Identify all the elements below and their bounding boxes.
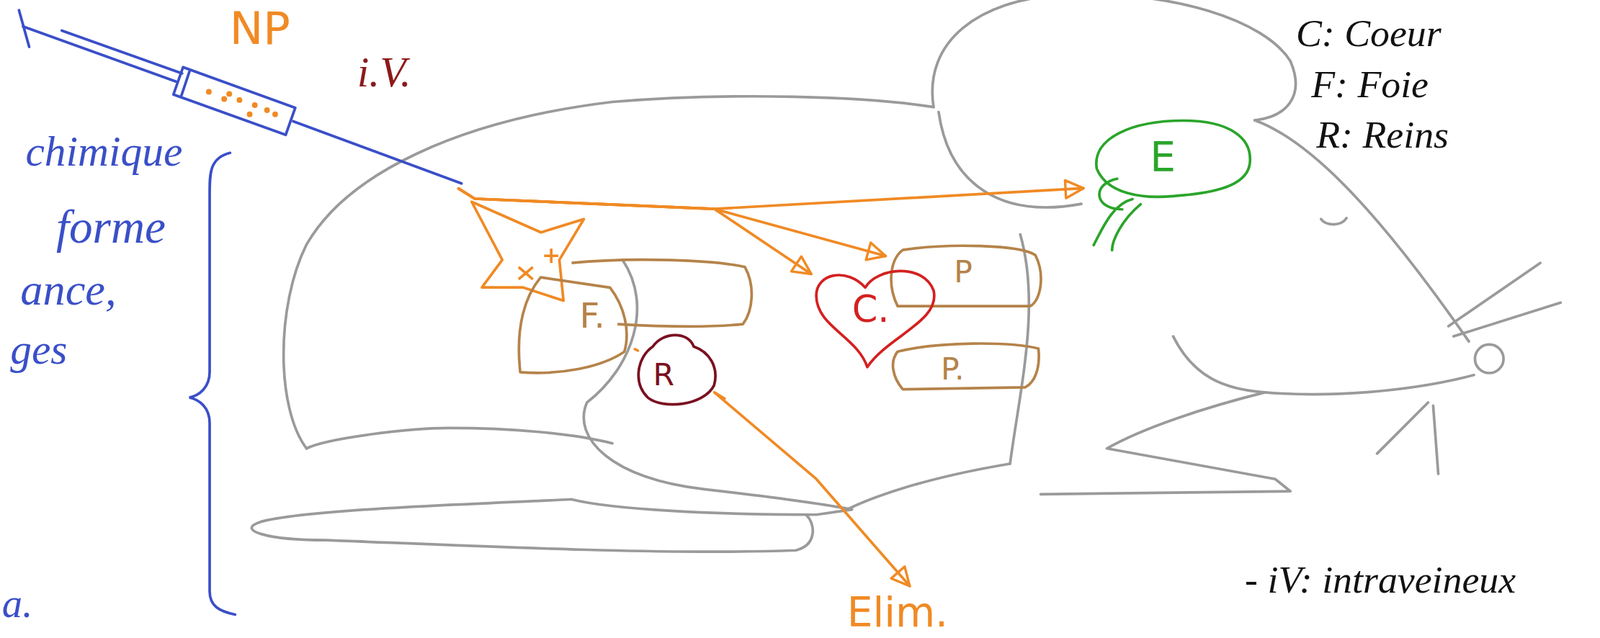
heart-shape: C.	[811, 260, 944, 378]
kidney-shape	[637, 331, 724, 413]
particle-dot	[264, 107, 271, 114]
key-text: R: Reins	[1316, 115, 1449, 155]
syringe-barrel	[173, 66, 296, 135]
brace	[189, 152, 236, 615]
note-text: ges	[10, 328, 67, 372]
particle-dot	[206, 89, 212, 96]
mouse-nose	[1474, 344, 1504, 374]
lung-shape: P	[885, 239, 1044, 317]
syringe-needle	[293, 121, 462, 183]
note-text: a.	[2, 583, 33, 625]
brain-shape: E	[1083, 114, 1255, 254]
star-marks	[518, 248, 559, 279]
node-label: R	[653, 360, 676, 392]
node-label: Elim.	[847, 592, 949, 634]
lung-shape	[885, 336, 1044, 396]
mouse-tail	[251, 499, 813, 553]
mouse-belly	[847, 463, 1010, 511]
kidney-shape	[638, 335, 717, 405]
key-text: C: Coeur	[1295, 14, 1442, 54]
note-text: forme	[56, 203, 166, 251]
abbreviation-note: - iV: intraveineux	[1244, 561, 1516, 601]
mouse-rump	[306, 427, 613, 449]
node-label: F.	[579, 298, 606, 333]
lung-shape: P.	[885, 336, 1044, 396]
node-label: P.	[940, 354, 965, 386]
note-text: chimique	[25, 130, 183, 173]
lung-shape	[893, 343, 1040, 390]
note-text: ance,	[20, 267, 116, 312]
key-text: F: Foie	[1311, 65, 1429, 105]
liver-shape	[510, 255, 635, 383]
particle-dot	[247, 111, 253, 118]
mouse-hind-leg	[571, 260, 852, 516]
flow-arrow	[458, 188, 812, 275]
mouse-outline	[251, 0, 1561, 552]
mouse-chest	[1009, 234, 1029, 464]
flow-arrow	[458, 188, 887, 257]
particle-dot	[272, 111, 279, 118]
particle-dot	[221, 95, 228, 102]
mouse-whiskers	[1377, 262, 1562, 475]
syringe-barrel: NP	[164, 7, 464, 189]
node-label: C.	[852, 291, 890, 328]
syringe-plunger	[23, 26, 183, 82]
flow-arrow	[714, 392, 910, 587]
node-label: P	[953, 257, 973, 289]
particle-dot	[237, 97, 243, 104]
brain-shape	[1093, 120, 1250, 250]
heart-shape	[816, 271, 935, 368]
flow-arrow	[458, 188, 1084, 209]
kidney-shape: R	[637, 331, 724, 413]
syringe-barrel	[164, 7, 464, 189]
mouse-back	[283, 96, 934, 449]
mouse-jaw	[1173, 336, 1475, 395]
liver-shape	[519, 277, 628, 374]
mouse-ear	[932, 0, 1296, 121]
spleen-star	[471, 201, 585, 301]
flow-arrow	[634, 349, 638, 351]
node-label: NP	[229, 6, 291, 52]
route-label: i.V.	[357, 51, 412, 94]
mouse-eye	[1321, 218, 1347, 225]
lung-shape	[891, 245, 1042, 307]
node-label: E	[1149, 136, 1176, 178]
particle-dot	[226, 90, 233, 97]
liver-shape: F.	[510, 255, 635, 383]
star-outline	[471, 201, 585, 301]
particle-dot	[252, 102, 258, 109]
mouse-ear-base	[938, 112, 1082, 208]
brain-shape	[1083, 114, 1255, 254]
mouse-front-leg	[1040, 392, 1291, 495]
elimination-node: Elim.	[842, 586, 1021, 636]
